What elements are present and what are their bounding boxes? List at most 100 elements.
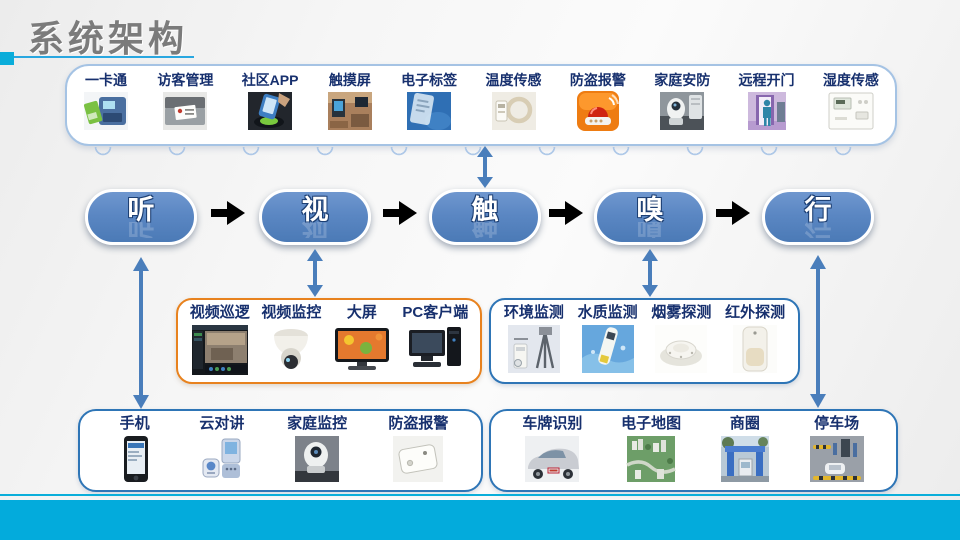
item-label: 防盗报警 — [388, 415, 449, 432]
video-item-pc: PC客户端 — [402, 304, 469, 376]
pill-listen: 听 听 — [85, 189, 197, 245]
top-item-homesecurity: 家庭安防 — [654, 72, 711, 132]
sensor-item-smoke: 烟雾探测 — [651, 304, 712, 374]
card-reader-icon — [83, 90, 129, 132]
vehicle-item-parking: 停车场 — [809, 415, 865, 483]
car-plate-recognition-icon — [524, 435, 580, 483]
item-label: 访客管理 — [157, 72, 214, 88]
pill-label: 嗅 — [636, 195, 664, 225]
smoke-detector-icon — [654, 324, 708, 374]
pill-reflection: 行 — [804, 222, 832, 239]
right-arrow-icon — [716, 201, 752, 225]
top-item-temperature: 温度传感 — [485, 72, 542, 132]
item-label: 视频监控 — [261, 304, 322, 321]
item-label: PC客户端 — [402, 304, 469, 321]
double-arrow-smell-sensors — [642, 249, 658, 297]
top-devices-box: 一卡通 访客管理 — [65, 64, 897, 146]
item-label: 环境监测 — [503, 304, 564, 321]
right-arrow-icon — [549, 201, 585, 225]
footer-bar — [0, 500, 960, 540]
item-label: 车牌识别 — [522, 415, 583, 432]
top-item-rfid: 电子标签 — [401, 72, 458, 132]
item-label: 电子地图 — [621, 415, 682, 432]
item-label: 一卡通 — [85, 72, 127, 88]
item-label: 远程开门 — [738, 72, 795, 88]
water-quality-tester-icon — [581, 324, 635, 374]
top-item-alarm: 防盗报警 — [569, 72, 626, 132]
top-item-humidity: 湿度传感 — [822, 72, 879, 132]
pill-smell: 嗅 嗅 — [594, 189, 706, 245]
sensor-box: 环境监测 水质监测 — [489, 298, 800, 384]
item-label: 烟雾探测 — [651, 304, 712, 321]
parking-lot-icon — [809, 435, 865, 483]
double-arrow-touch-devices — [477, 146, 493, 188]
video-item-patrol: 视频巡逻 — [190, 304, 250, 376]
pill-reflection: 嗅 — [636, 222, 664, 239]
big-screen-tv-icon — [333, 324, 391, 376]
remote-door-icon — [747, 90, 787, 132]
item-label: 红外探测 — [725, 304, 786, 321]
item-label: 水质监测 — [577, 304, 638, 321]
top-item-touchscreen: 触摸屏 — [327, 72, 373, 132]
rfid-tag-icon — [406, 90, 452, 132]
item-label: 社区APP — [241, 72, 299, 88]
pill-label: 行 — [804, 195, 832, 225]
item-label: 电子标签 — [401, 72, 458, 88]
top-item-app: 社区APP — [241, 72, 299, 132]
sensor-item-infrared: 红外探测 — [725, 304, 786, 374]
footer-accent-line — [0, 494, 960, 496]
top-item-card: 一卡通 — [83, 72, 129, 132]
item-label: 家庭监控 — [287, 415, 348, 432]
right-arrow-icon — [211, 201, 247, 225]
pill-label: 视 — [301, 195, 329, 225]
vehicle-box: 车牌识别 电子地图 — [489, 409, 898, 492]
item-label: 云对讲 — [199, 415, 245, 432]
sensor-item-environment: 环境监测 — [503, 304, 564, 374]
vehicle-item-plate: 车牌识别 — [522, 415, 583, 483]
video-patrol-screen-icon — [191, 324, 249, 376]
item-label: 湿度传感 — [822, 72, 879, 88]
pill-see: 视 视 — [259, 189, 371, 245]
mobile-box: 手机 云对讲 — [78, 409, 483, 492]
alarm-siren-icon — [576, 90, 620, 132]
item-label: 温度传感 — [485, 72, 542, 88]
item-label: 防盗报警 — [569, 72, 626, 88]
double-arrow-listen-mobile — [133, 257, 149, 409]
item-label: 家庭安防 — [654, 72, 711, 88]
environment-monitor-icon — [507, 324, 561, 374]
pill-reflection: 触 — [471, 222, 499, 239]
electronic-map-icon — [626, 435, 676, 483]
dome-camera-icon — [264, 324, 318, 376]
vehicle-item-gate: 商圈 — [720, 415, 770, 483]
desktop-pc-icon — [407, 324, 463, 376]
sensor-item-water: 水质监测 — [577, 304, 638, 374]
community-app-icon — [247, 90, 293, 132]
burglar-alarm-box-icon — [392, 435, 444, 483]
item-label: 触摸屏 — [328, 72, 371, 88]
top-item-visitor: 访客管理 — [157, 72, 214, 132]
pill-touch: 触 触 — [429, 189, 541, 245]
pill-label: 触 — [471, 195, 499, 225]
double-arrow-act-vehicle — [810, 255, 826, 408]
cloud-intercom-icon — [198, 435, 246, 483]
title-underline — [14, 56, 194, 58]
infrared-detector-icon — [732, 324, 778, 374]
item-label: 手机 — [119, 415, 150, 432]
pill-reflection: 视 — [301, 222, 329, 239]
touch-screen-icon — [327, 90, 373, 132]
visitor-scanner-icon — [162, 90, 208, 132]
temperature-sensor-icon — [491, 90, 537, 132]
item-label: 商圈 — [729, 415, 760, 432]
pill-reflection: 听 — [127, 222, 155, 239]
vehicle-item-map: 电子地图 — [621, 415, 682, 483]
video-item-bigscreen: 大屏 — [333, 304, 391, 376]
pill-act: 行 行 — [762, 189, 874, 245]
mobile-item-phone: 手机 — [113, 415, 157, 483]
home-security-icon — [659, 90, 705, 132]
video-box: 视频巡逻 视频监控 — [176, 298, 482, 384]
pill-label: 听 — [127, 195, 155, 225]
item-label: 停车场 — [814, 415, 860, 432]
mobile-item-intercom: 云对讲 — [198, 415, 246, 483]
home-monitor-camera-icon — [294, 435, 340, 483]
